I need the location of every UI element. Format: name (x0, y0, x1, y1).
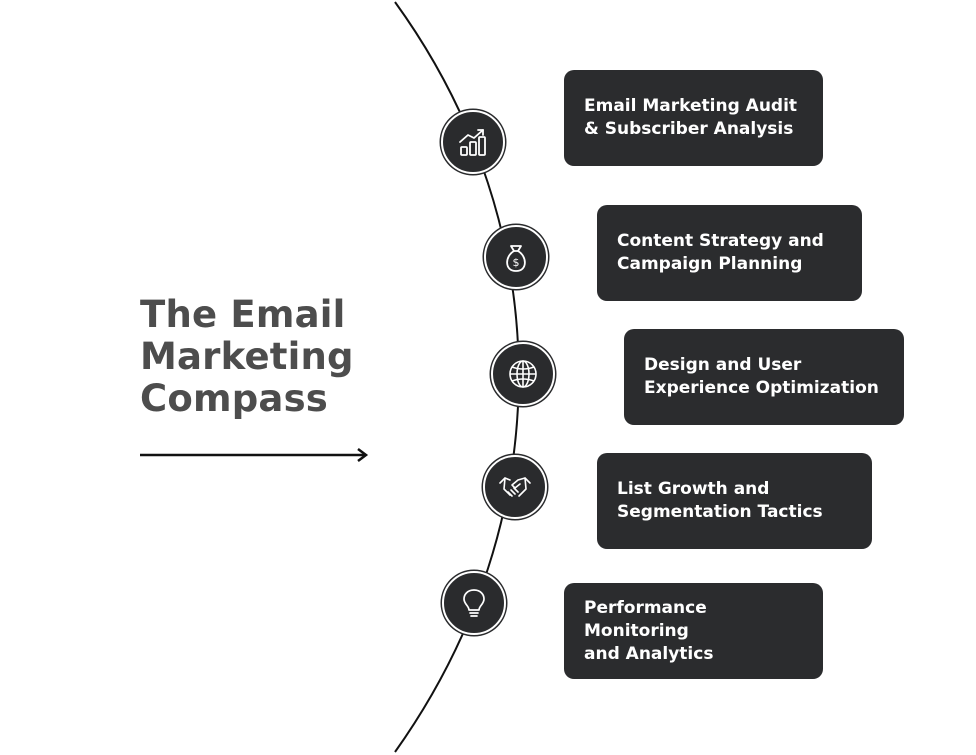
step-1-label-line-1: Email Marketing Audit (584, 96, 798, 116)
svg-text:$: $ (513, 256, 520, 269)
title-line-1: The Email (140, 293, 346, 336)
step-3-label-line-1: Design and User (644, 355, 802, 375)
title-line-2: Marketing (140, 335, 354, 378)
step-4-node (483, 455, 547, 519)
step-5-label-line-1: Performance Monitoring (584, 597, 707, 641)
step-2-card: Content Strategy and Campaign Planning (597, 205, 862, 301)
lightbulb-icon (463, 589, 485, 617)
step-5-label-line-2: and Analytics (584, 643, 714, 664)
diagram-title: The Email Marketing Compass (140, 294, 354, 420)
step-4-card: List Growth and Segmentation Tactics (597, 453, 872, 549)
step-1-label-line-2: & Subscriber Analysis (584, 119, 794, 139)
step-2-label-line-2: Campaign Planning (617, 254, 803, 274)
step-5-node (442, 571, 506, 635)
handshake-icon (499, 477, 531, 497)
globe-icon (509, 360, 537, 388)
step-1-node (441, 110, 505, 174)
right-arrow-icon (140, 448, 369, 462)
step-3-card: Design and User Experience Optimization (624, 329, 904, 425)
money-bag-icon: $ (506, 245, 526, 272)
title-line-3: Compass (140, 377, 329, 420)
step-2-label-line-1: Content Strategy and (617, 231, 824, 251)
step-4-label-line-1: List Growth and (617, 479, 770, 499)
bar-chart-growth-icon (459, 129, 486, 156)
step-3-node (491, 342, 555, 406)
step-1-card: Email Marketing Audit & Subscriber Analy… (564, 70, 823, 166)
step-3-label-line-2: Experience Optimization (644, 378, 879, 398)
step-5-card: Performance Monitoring and Analytics (564, 583, 823, 679)
step-4-label-line-2: Segmentation Tactics (617, 502, 823, 522)
step-2-node: $ (484, 225, 548, 289)
